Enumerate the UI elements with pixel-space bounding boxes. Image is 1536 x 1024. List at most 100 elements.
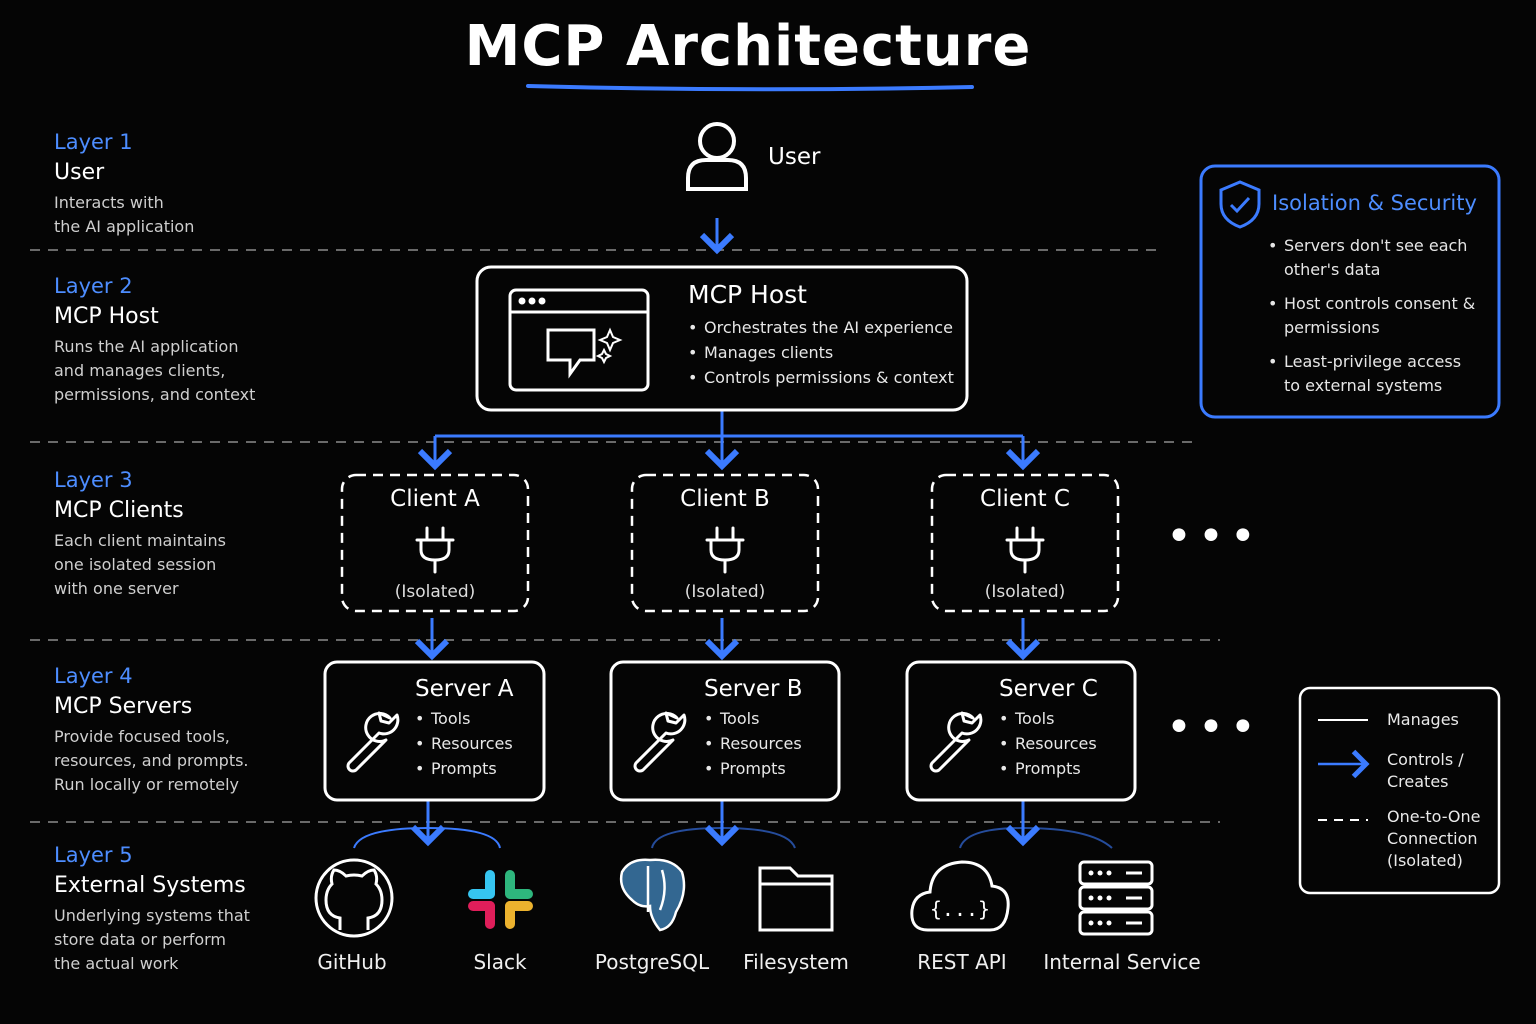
security-item: Host controls consent & permissions bbox=[1268, 292, 1478, 340]
server-a-item: Prompts bbox=[415, 756, 540, 781]
rest-api-label: REST API bbox=[917, 950, 1007, 974]
layer-4-desc-line: Run locally or remotely bbox=[54, 775, 239, 794]
shield-icon bbox=[1219, 180, 1261, 229]
security-box bbox=[1199, 164, 1501, 419]
layer-2-name: MCP Host bbox=[54, 304, 159, 329]
layer-3-desc-line: Each client maintains bbox=[54, 531, 226, 550]
internal-service-label: Internal Service bbox=[1043, 950, 1201, 974]
legend-connection-label: One-to-One Connection (Isolated) bbox=[1387, 807, 1481, 870]
layer-1-desc-line: Interacts with bbox=[54, 193, 164, 212]
branch-curve-c bbox=[959, 826, 1113, 849]
layer-1-tag: Layer 1 bbox=[54, 130, 133, 154]
server-c-item: Resources bbox=[999, 731, 1129, 756]
client-a-status: (Isolated) bbox=[394, 582, 476, 602]
layer-4-tag: Layer 4 bbox=[54, 664, 133, 688]
filesystem-label: Filesystem bbox=[743, 950, 849, 974]
client-c: Client C bbox=[932, 486, 1118, 512]
host-box bbox=[475, 265, 969, 412]
server-b-item: Resources bbox=[704, 731, 834, 756]
security-item: Servers don't see each other's data bbox=[1268, 234, 1478, 282]
server-b-item: Tools bbox=[704, 706, 834, 731]
layer-2-tag: Layer 2 bbox=[54, 274, 133, 298]
layer-5-desc-line: the actual work bbox=[54, 954, 179, 973]
layer-4-name: MCP Servers bbox=[54, 694, 193, 719]
server-a-item: Tools bbox=[415, 706, 540, 731]
layer-4-desc-line: resources, and prompts. bbox=[54, 751, 249, 770]
security-item: Least-privilege access to external syste… bbox=[1268, 350, 1478, 398]
server-c-item: Tools bbox=[999, 706, 1129, 731]
user-label: User bbox=[768, 144, 821, 170]
layer-3-tag: Layer 3 bbox=[54, 468, 133, 492]
layer-2-desc-line: and manages clients, bbox=[54, 361, 226, 380]
layer-4-label: Layer 4 MCP Servers Provide focused tool… bbox=[54, 664, 314, 797]
title-underline bbox=[526, 84, 974, 92]
wrench-icon-c bbox=[929, 711, 983, 773]
layer-2-desc-line: Runs the AI application bbox=[54, 337, 239, 356]
legend-box bbox=[1298, 686, 1501, 895]
server-b: Server B Tools Resources Prompts bbox=[704, 676, 834, 781]
layer-1-name: User bbox=[54, 160, 105, 185]
layer-2-desc-line: permissions, and context bbox=[54, 385, 256, 404]
server-a-title: Server A bbox=[415, 676, 514, 702]
wrench-icon-a bbox=[346, 711, 400, 773]
user-icon bbox=[686, 122, 748, 191]
page-title: MCP Architecture bbox=[464, 14, 1032, 79]
layer-4-desc-line: Provide focused tools, bbox=[54, 727, 230, 746]
postgresql-label: PostgreSQL bbox=[594, 950, 710, 974]
client-a: Client A bbox=[342, 486, 528, 512]
client-b-title: Client B bbox=[680, 486, 770, 512]
server-b-item: Prompts bbox=[704, 756, 834, 781]
layer-1-desc-line: the AI application bbox=[54, 217, 195, 236]
host-title: MCP Host bbox=[688, 280, 807, 309]
wrench-icon-b bbox=[633, 711, 687, 773]
plug-icon-a bbox=[415, 526, 455, 574]
host-bullet: Controls permissions & context bbox=[688, 365, 958, 390]
layer-2-label: Layer 2 MCP Host Runs the AI application… bbox=[54, 274, 314, 407]
github-icon bbox=[314, 858, 394, 938]
cloud-api-icon: {...} bbox=[910, 860, 1010, 932]
host-bullets: Orchestrates the AI experience Manages c… bbox=[688, 315, 958, 390]
server-rack-icon bbox=[1078, 860, 1154, 936]
branch-curve-b bbox=[651, 826, 796, 849]
server-a-box bbox=[323, 660, 546, 802]
legend-controls-label: Controls / Creates bbox=[1387, 750, 1464, 791]
plug-icon-c bbox=[1005, 526, 1045, 574]
layer-5-name: External Systems bbox=[54, 873, 246, 898]
host-bullet: Manages clients bbox=[688, 340, 958, 365]
more-servers-ellipsis: ••• bbox=[1166, 702, 1262, 753]
host-window-icon bbox=[508, 288, 650, 392]
server-c-title: Server C bbox=[999, 676, 1098, 702]
svg-text:{...}: {...} bbox=[930, 897, 990, 921]
layer-3-name: MCP Clients bbox=[54, 498, 184, 523]
postgresql-icon bbox=[619, 858, 686, 932]
client-c-title: Client C bbox=[980, 486, 1070, 512]
client-b: Client B bbox=[632, 486, 818, 512]
layer-5-tag: Layer 5 bbox=[54, 843, 133, 867]
server-a: Server A Tools Resources Prompts bbox=[415, 676, 540, 781]
layer-5-desc-line: store data or perform bbox=[54, 930, 227, 949]
host-content: MCP Host Orchestrates the AI experience … bbox=[688, 280, 958, 390]
server-b-title: Server B bbox=[704, 676, 803, 702]
host-bullet: Orchestrates the AI experience bbox=[688, 315, 958, 340]
slack-label: Slack bbox=[473, 950, 527, 974]
layer-3-label: Layer 3 MCP Clients Each client maintain… bbox=[54, 468, 314, 601]
folder-icon bbox=[758, 866, 834, 932]
client-a-title: Client A bbox=[390, 486, 480, 512]
client-c-status: (Isolated) bbox=[984, 582, 1066, 602]
server-c: Server C Tools Resources Prompts bbox=[999, 676, 1129, 781]
slack-icon bbox=[468, 870, 533, 929]
github-label: GitHub bbox=[317, 950, 387, 974]
more-clients-ellipsis: ••• bbox=[1166, 511, 1262, 562]
layer-3-desc-line: with one server bbox=[54, 579, 179, 598]
server-c-item: Prompts bbox=[999, 756, 1129, 781]
legend-manages-label: Manages bbox=[1387, 710, 1459, 729]
server-b-box bbox=[609, 660, 841, 802]
server-a-item: Resources bbox=[415, 731, 540, 756]
layer-1-label: Layer 1 User Interacts with the AI appli… bbox=[54, 130, 314, 239]
branch-curve-a bbox=[353, 826, 501, 849]
security-list: Servers don't see each other's data Host… bbox=[1268, 234, 1478, 408]
security-title: Isolation & Security bbox=[1272, 191, 1477, 215]
client-b-status: (Isolated) bbox=[684, 582, 766, 602]
layer-5-desc-line: Underlying systems that bbox=[54, 906, 250, 925]
